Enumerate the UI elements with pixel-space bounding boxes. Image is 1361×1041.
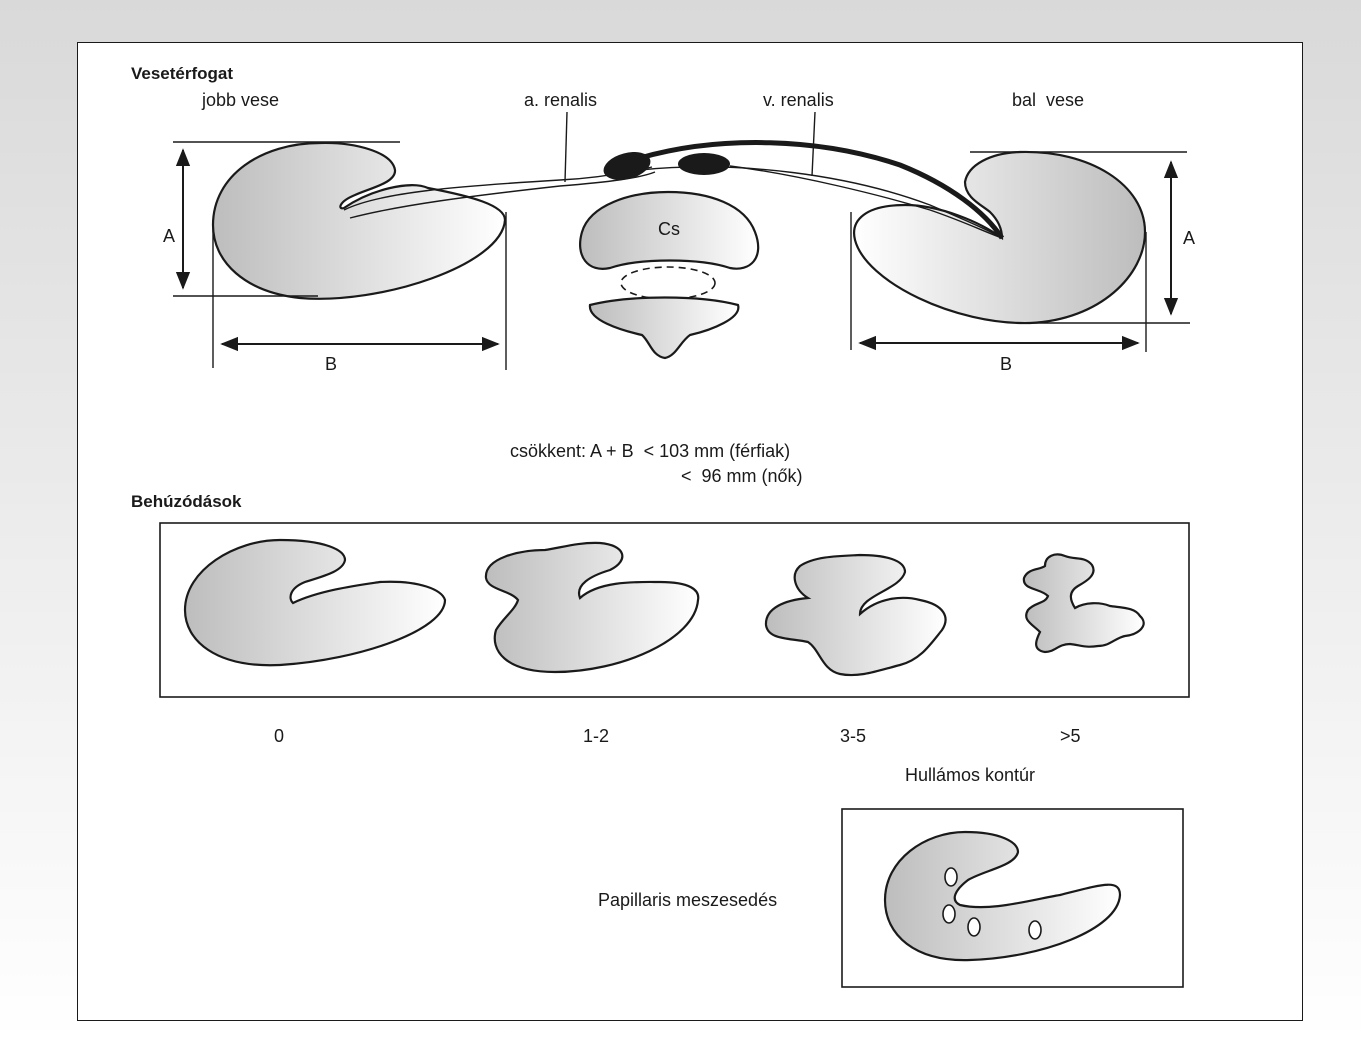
kidney-calcification bbox=[885, 832, 1120, 960]
indentations-heading: Behúzódások bbox=[131, 492, 242, 511]
kidney-grade-1-2 bbox=[486, 543, 698, 672]
artery-label: a. renalis bbox=[524, 90, 597, 110]
calcification-dot-1 bbox=[945, 868, 957, 886]
vertebral-arch bbox=[590, 298, 738, 359]
vein-label: v. renalis bbox=[763, 90, 834, 110]
vertebra-label: Cs bbox=[658, 219, 680, 239]
calcification-dot-4 bbox=[1029, 921, 1041, 939]
kidney-grade-3-5 bbox=[766, 555, 946, 675]
grade-label-3-5: 3-5 bbox=[840, 726, 866, 746]
formula-line-2: < 96 mm (nők) bbox=[681, 466, 803, 486]
calcification-dot-2 bbox=[943, 905, 955, 923]
grade-label-1-2: 1-2 bbox=[583, 726, 609, 746]
right-kidney-label: jobb vese bbox=[201, 90, 279, 110]
grade-label-0: 0 bbox=[274, 726, 284, 746]
dim-a-label-left: A bbox=[1183, 228, 1195, 248]
artery-pointer bbox=[565, 112, 567, 182]
papillary-calcification-label: Papillaris meszesedés bbox=[598, 890, 777, 910]
calcification-dot-3 bbox=[968, 918, 980, 936]
wavy-contour-label: Hullámos kontúr bbox=[905, 765, 1035, 785]
dim-a-label-right: A bbox=[163, 226, 175, 246]
vena-cava-section bbox=[678, 153, 730, 175]
volume-heading: Vesetérfogat bbox=[131, 64, 233, 83]
formula-line-1: csökkent: A + B < 103 mm (férfiak) bbox=[510, 441, 790, 461]
right-kidney-shape bbox=[213, 143, 505, 299]
dim-b-label-right: B bbox=[325, 354, 337, 374]
kidney-grade-0 bbox=[185, 540, 445, 665]
aorta-section bbox=[600, 147, 653, 185]
left-kidney-label: bal vese bbox=[1012, 90, 1084, 110]
spinal-canal bbox=[621, 267, 715, 299]
dim-b-label-left: B bbox=[1000, 354, 1012, 374]
grade-label-gt5: >5 bbox=[1060, 726, 1081, 746]
kidney-grade-gt5 bbox=[1024, 554, 1144, 652]
